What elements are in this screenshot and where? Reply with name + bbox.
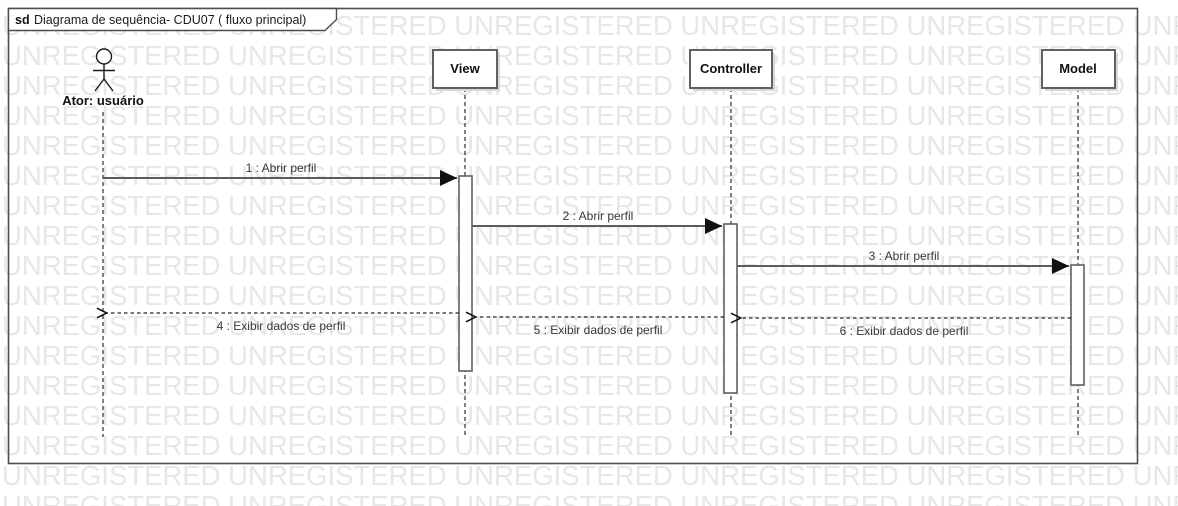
frame-title: Diagrama de sequência- CDU07 ( fluxo pri… [34, 13, 306, 27]
view-activation-bar [458, 175, 473, 372]
actor-label: Ator: usuário [62, 93, 144, 108]
lifeline-controller-label: Controller [700, 61, 762, 76]
model-activation-bar [1070, 264, 1085, 386]
lifeline-model-label: Model [1059, 61, 1097, 76]
diagram-frame [7, 7, 1139, 465]
message-3: 3 : Abrir perfil [737, 249, 1069, 274]
message-6-label: 6 : Exibir dados de perfil [840, 324, 969, 338]
actor-figure [93, 48, 115, 92]
lifeline-view-label: View [450, 61, 480, 76]
actor-head-icon [95, 48, 113, 65]
controller-activation-bar [723, 223, 738, 394]
message-5: 5 : Exibir dados de perfil [475, 317, 724, 337]
message-1: 1 : Abrir perfil [103, 161, 457, 186]
message-6: 6 : Exibir dados de perfil [740, 318, 1071, 338]
frame-title-tab [7, 7, 338, 32]
message-1-label: 1 : Abrir perfil [246, 161, 317, 175]
message-4-label: 4 : Exibir dados de perfil [217, 319, 346, 333]
lifeline-model: Model [1041, 49, 1118, 91]
frame-keyword: sd [15, 13, 30, 27]
message-2-label: 2 : Abrir perfil [563, 209, 634, 223]
message-5-label: 5 : Exibir dados de perfil [534, 323, 663, 337]
watermark-layer: UNREGISTERED UNREGISTERED UNREGISTERED U… [2, 11, 1178, 506]
message-3-label: 3 : Abrir perfil [869, 249, 940, 263]
lifeline-view: View [432, 49, 500, 91]
lifeline-controller: Controller [689, 49, 775, 91]
message-4: 4 : Exibir dados de perfil [106, 313, 459, 333]
message-2: 2 : Abrir perfil [472, 209, 722, 234]
